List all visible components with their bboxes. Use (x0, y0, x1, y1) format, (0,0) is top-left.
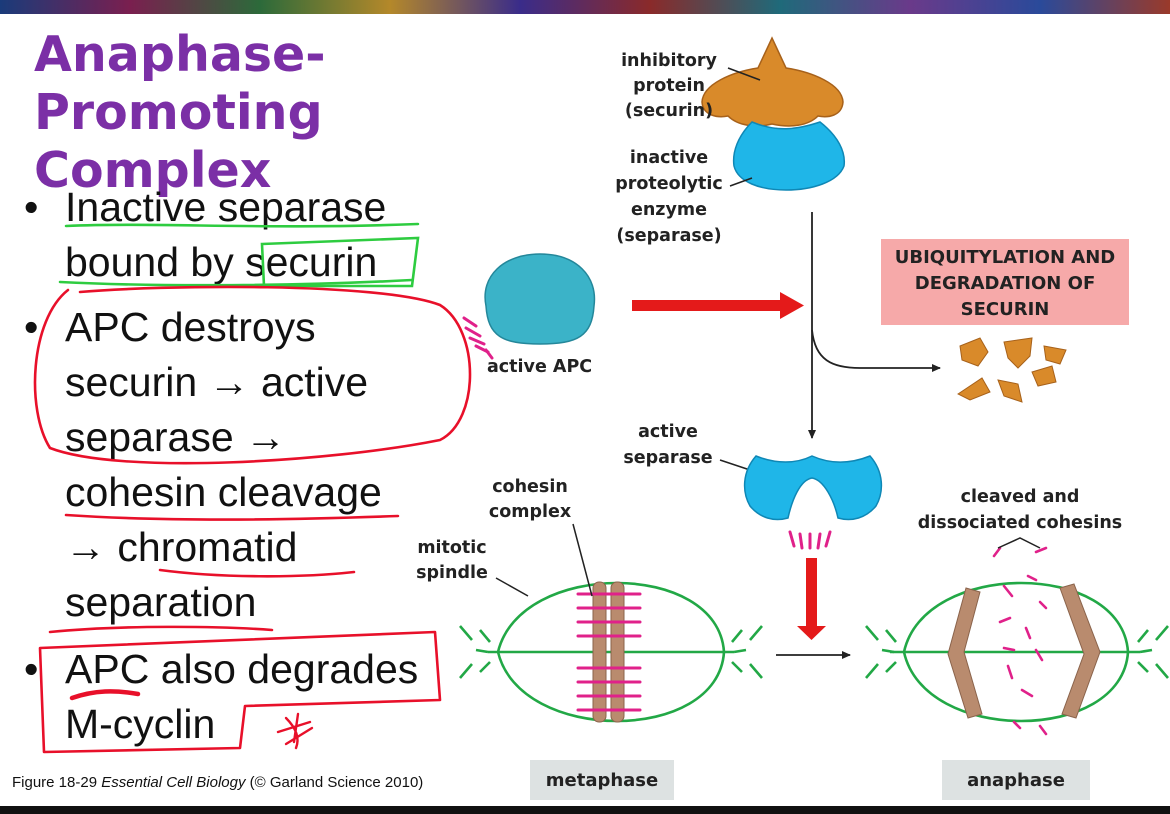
active-sep-line-1: active (638, 422, 698, 442)
ubiq-line-3: SECURIN (961, 299, 1050, 320)
metaphase-chromosomes (592, 581, 625, 723)
active-apc-shape (484, 253, 596, 345)
red-arrow-horizontal (632, 292, 804, 319)
securin-branch-arrow (811, 329, 941, 372)
metaphase-cohesins (576, 592, 642, 712)
label-active-separase: active separase (623, 422, 757, 473)
label-mitotic-spindle: mitotic spindle (416, 538, 529, 597)
securin-shape (701, 36, 844, 127)
anaphase-chromosomes (947, 583, 1101, 719)
ubiq-line-2: DEGRADATION OF (915, 273, 1095, 294)
bullet-2-line-5: → chromatid (65, 524, 298, 570)
inactive-separase-shape (732, 121, 846, 191)
slide-title: Anaphase-Promoting Complex (34, 26, 594, 200)
cohesin-line-2: complex (489, 502, 572, 522)
bullet-2-line-3: separase → (65, 414, 287, 460)
active-sep-line-2: separase (623, 448, 712, 468)
separase-activity-ticks (788, 530, 832, 550)
figure-caption: Figure 18-29 Essential Cell Biology (© G… (12, 774, 423, 791)
inactive-line-3: enzyme (631, 200, 707, 220)
anaphase-cohesins (992, 546, 1048, 736)
label-cohesin-complex: cohesin complex (489, 477, 593, 597)
label-active-apc: active APC (487, 357, 592, 377)
inactive-line-2: proteolytic (615, 174, 723, 194)
metaphase-box: metaphase (530, 760, 674, 800)
title-line-2: Complex (34, 142, 272, 199)
inhibitory-line-1: inhibitory (621, 51, 717, 71)
anaphase-box: anaphase (942, 760, 1090, 800)
bullet-dot: • (24, 646, 39, 692)
bullet-dot: • (24, 304, 39, 350)
bullet-1-line-1: Inactive separase (65, 184, 387, 230)
metaphase-label: metaphase (546, 770, 658, 791)
caption-book: Essential Cell Biology (101, 774, 246, 791)
cleaved-line-2: dissociated cohesins (918, 513, 1122, 533)
bullet-1-line-2: bound by securin (65, 239, 378, 285)
apc-activity-ticks (462, 316, 494, 360)
active-separase-shape (743, 455, 883, 521)
cleaved-line-1: cleaved and (961, 487, 1080, 507)
bullet-2-line-4: cohesin cleavage (65, 469, 382, 515)
securin-fragments (957, 337, 1067, 403)
bullet-dot: • (24, 184, 39, 230)
bottom-border (0, 806, 1170, 814)
label-cleaved-cohesins: cleaved and dissociated cohesins (918, 487, 1122, 549)
bullet-3-line-2: M-cyclin (65, 701, 216, 747)
inactive-line-4: (separase) (616, 226, 721, 246)
bullet-2-line-1: APC destroys (65, 304, 316, 350)
bullet-2-line-2: securin → active (65, 359, 369, 405)
green-annotations (58, 222, 420, 288)
red-annotations (33, 285, 472, 754)
ubiq-line-1: UBIQUITYLATION AND (895, 247, 1116, 268)
bullet-2-line-6: separation (65, 579, 257, 625)
spindle-line-2: spindle (416, 563, 488, 583)
anaphase-spindle (865, 581, 1169, 723)
title-line-1: Anaphase-Promoting (34, 26, 326, 141)
inhibitory-line-2: protein (633, 76, 705, 96)
label-inactive-enzyme: inactive proteolytic enzyme (separase) (615, 148, 753, 246)
label-inhibitory-protein: inhibitory protein (securin) (621, 51, 761, 121)
ubiquitylation-box: UBIQUITYLATION AND DEGRADATION OF SECURI… (881, 239, 1129, 325)
cohesin-line-1: cohesin (492, 477, 568, 497)
red-arrow-down (797, 558, 826, 640)
inhibitory-line-3: (securin) (625, 101, 713, 121)
inactive-line-1: inactive (630, 148, 708, 168)
anaphase-label: anaphase (967, 770, 1065, 791)
spindle-line-1: mitotic (417, 538, 486, 558)
caption-suffix: (© Garland Science 2010) (245, 774, 424, 791)
bullet-3-line-1: APC also degrades (65, 646, 419, 692)
caption-prefix: Figure 18-29 (12, 774, 102, 791)
top-decorative-strip (0, 0, 1170, 14)
